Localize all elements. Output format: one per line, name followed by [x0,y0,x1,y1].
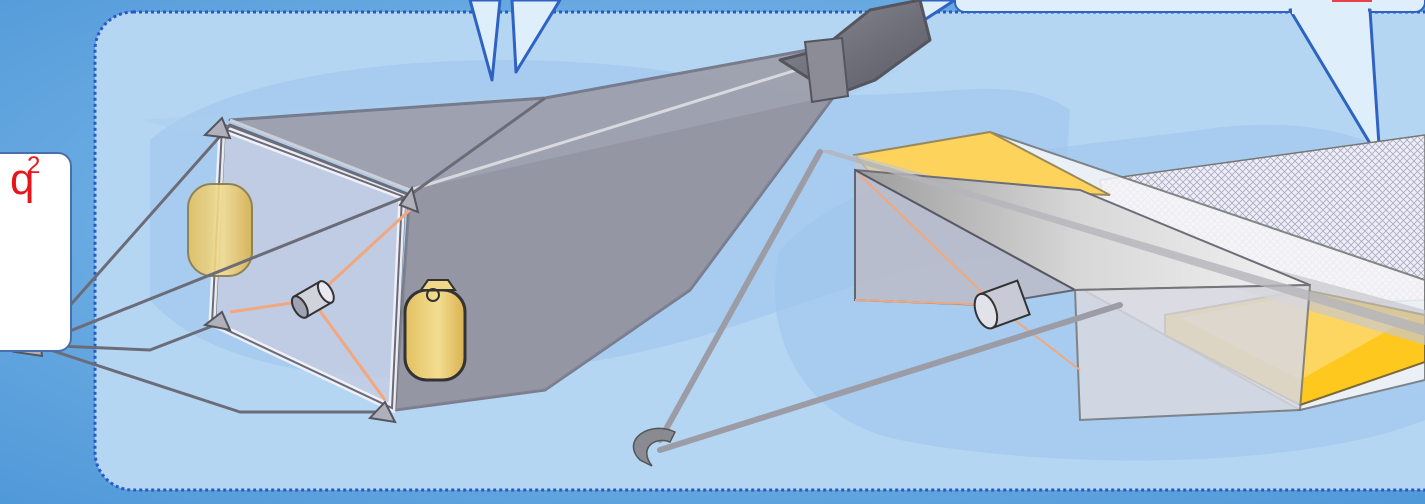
callout-box-left: q 2 [0,152,72,352]
callout-superscript: 2 [27,154,40,178]
